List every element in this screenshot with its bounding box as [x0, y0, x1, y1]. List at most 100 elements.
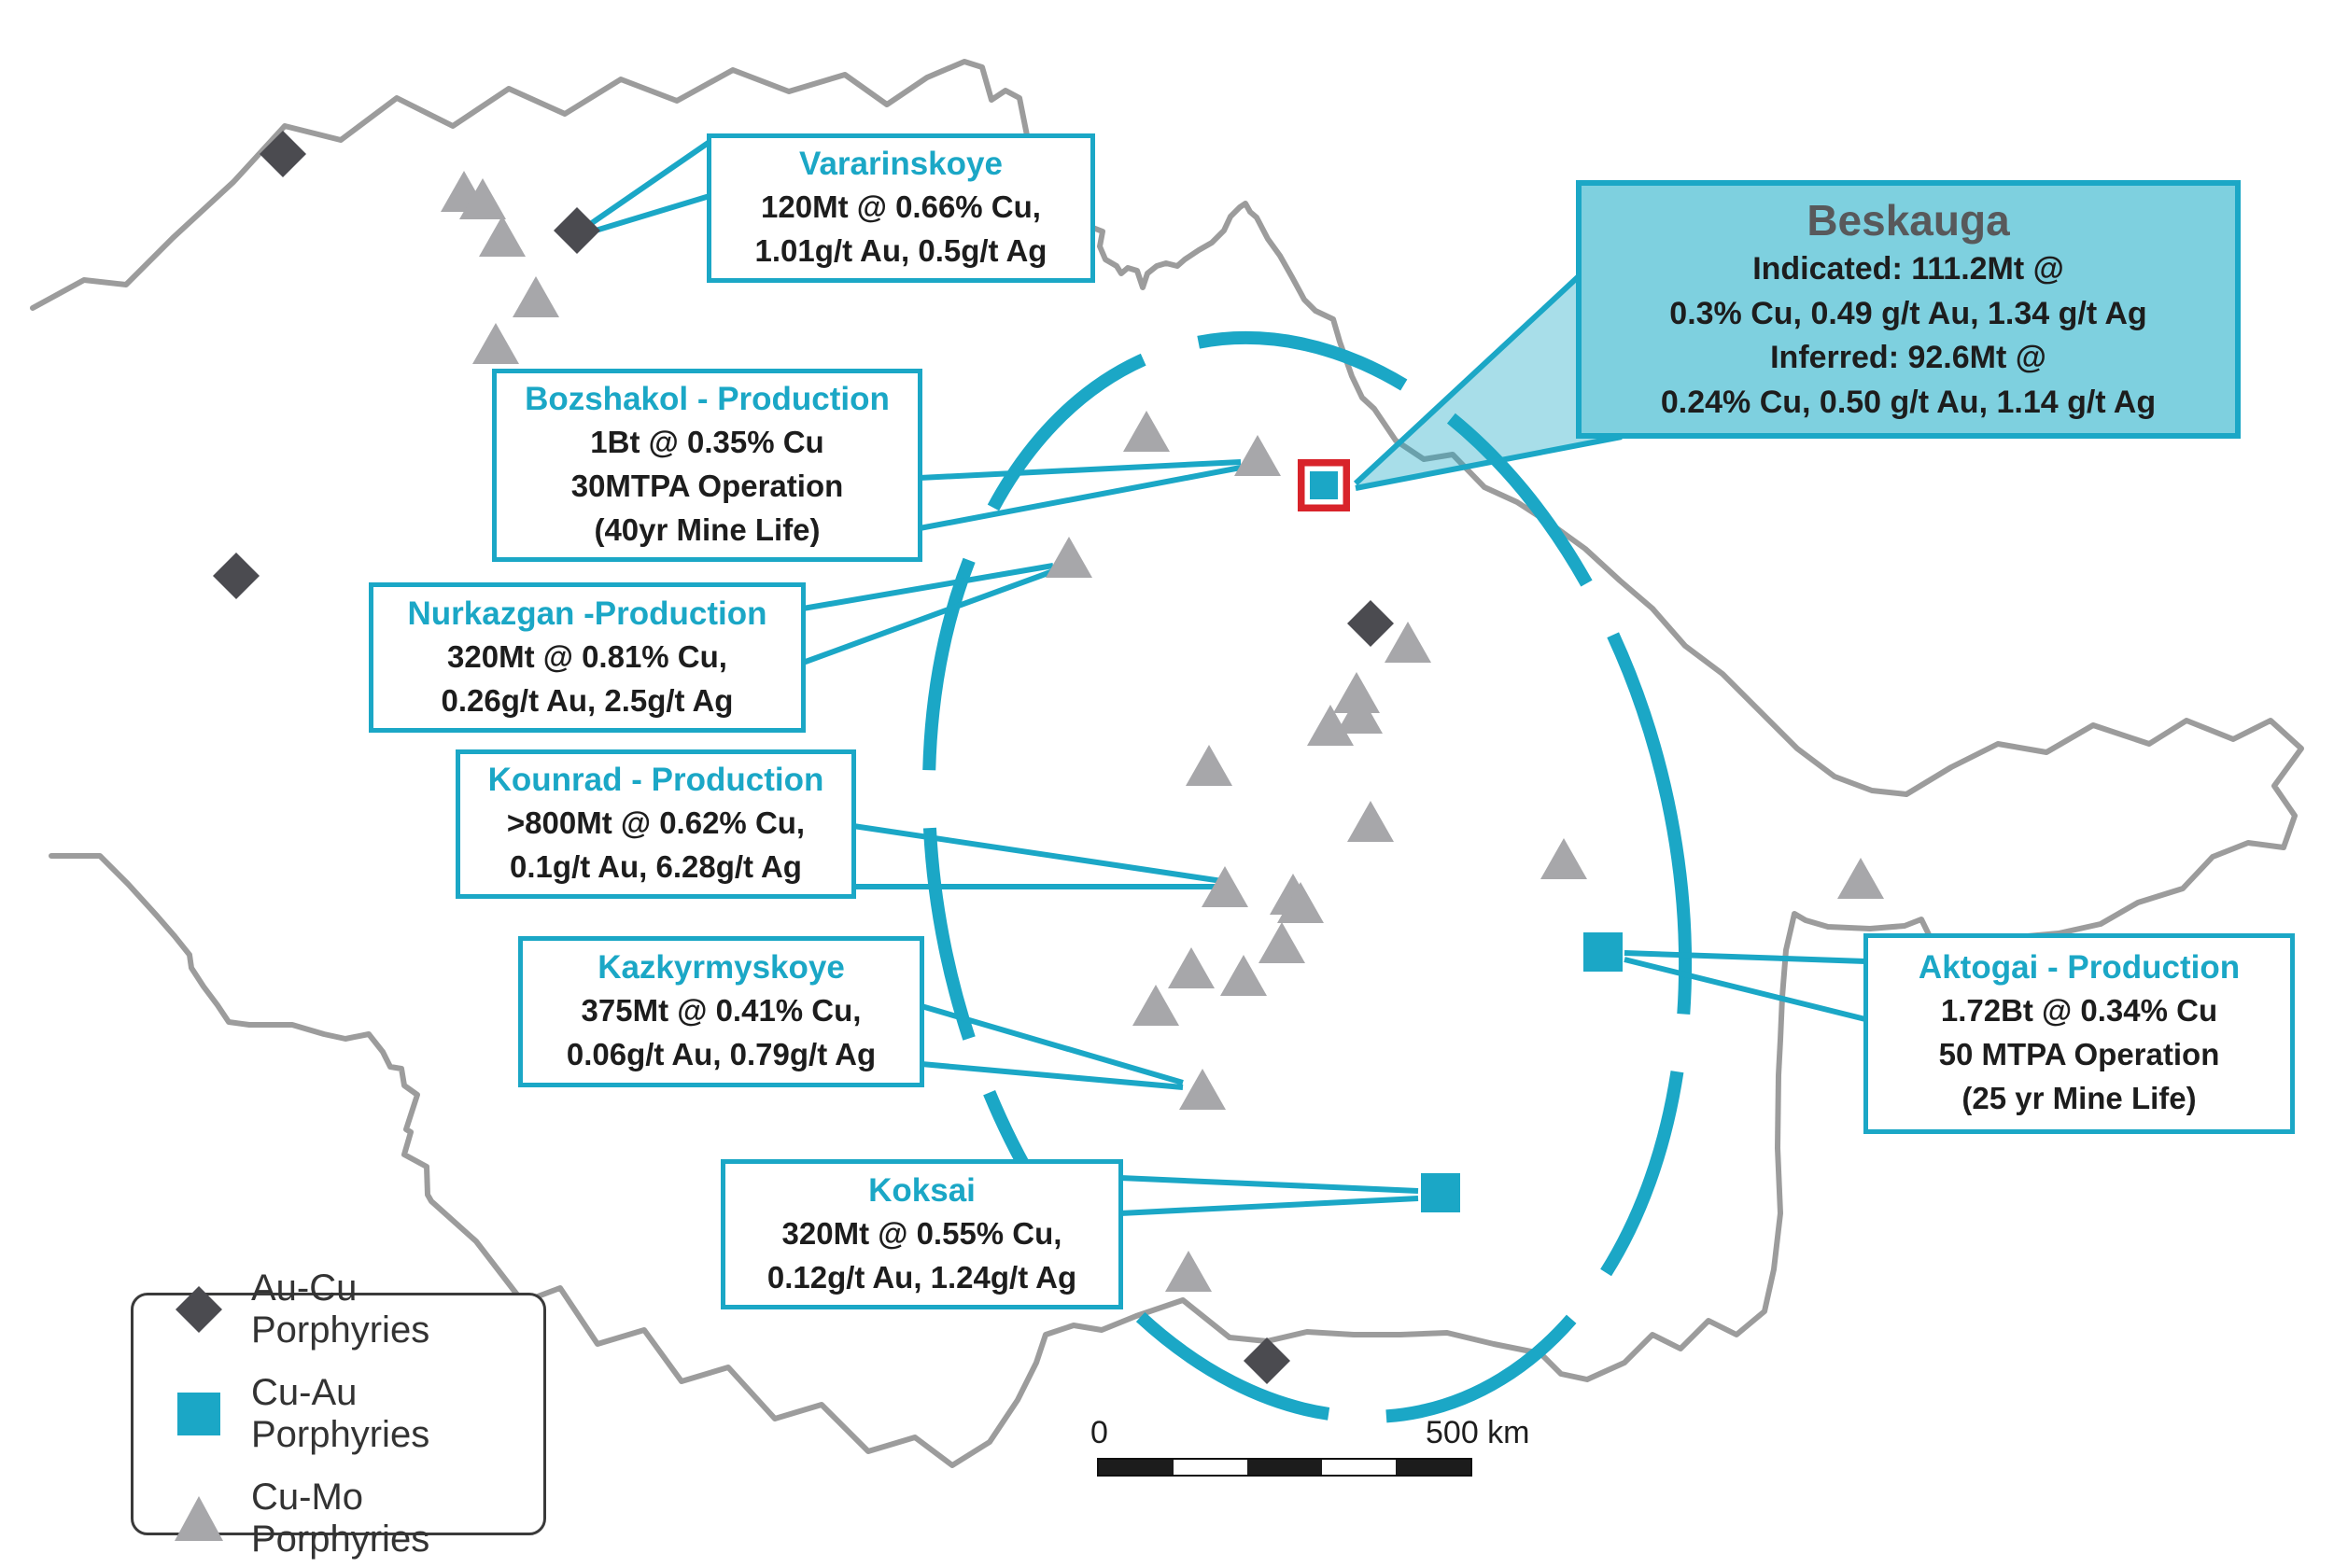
callout-title: Beskauga	[1807, 195, 2010, 245]
koksai-leader-bottom	[1119, 1196, 1419, 1216]
legend-item-cu-mo: Cu-Mo Porphyries	[173, 1477, 543, 1561]
nurkazgan-leader-bottom	[801, 568, 1055, 665]
cu-mo-triangle-marker	[479, 216, 526, 257]
porphyry-belt-ellipse	[921, 330, 1693, 1424]
callout-line: 0.1g/t Au, 6.28g/t Ag	[510, 849, 802, 885]
scalebar-end-label: 500 km	[1426, 1415, 1530, 1450]
au-cu-diamond-icon	[173, 1285, 225, 1334]
kounrad-leader-top	[852, 823, 1223, 884]
cu-mo-triangle-marker	[1046, 537, 1092, 578]
scalebar-start-label: 0	[1090, 1415, 1108, 1450]
cu-mo-triangle-marker	[459, 178, 506, 219]
callout-aktogai: Aktogai - Production 1.72Bt @ 0.34% Cu 5…	[1863, 933, 2295, 1134]
callout-kazkyrmyskoye: Kazkyrmyskoye 375Mt @ 0.41% Cu, 0.06g/t …	[518, 936, 924, 1087]
callout-title: Koksai	[868, 1171, 976, 1209]
cu-mo-triangle-marker	[472, 323, 519, 364]
callout-line: 120Mt @ 0.66% Cu,	[761, 189, 1041, 225]
callout-line: 320Mt @ 0.81% Cu,	[447, 638, 727, 674]
callout-title: Bozshakol - Production	[525, 381, 890, 418]
callout-line: 0.3% Cu, 0.49 g/t Au, 1.34 g/t Ag	[1669, 295, 2147, 331]
callout-nurkazgan: Nurkazgan -Production 320Mt @ 0.81% Cu, …	[369, 582, 806, 733]
beskauga-marker	[1298, 459, 1350, 511]
callout-line: 1.72Bt @ 0.34% Cu	[1940, 993, 2218, 1029]
cu-mo-triangle-marker	[513, 276, 559, 317]
cu-mo-triangle-marker	[1132, 985, 1179, 1026]
au-cu-diamond-marker	[1347, 600, 1394, 647]
cu-mo-triangle-marker	[1307, 705, 1354, 746]
callout-line: Indicated: 111.2Mt @	[1752, 251, 2064, 287]
callout-beskauga: Beskauga Indicated: 111.2Mt @ 0.3% Cu, 0…	[1576, 180, 2241, 439]
cu-au-square-icon	[173, 1390, 225, 1438]
cu-mo-triangle-marker	[1202, 866, 1248, 907]
vararinskoye-leader-top	[584, 139, 711, 230]
cu-mo-triangle-marker	[1385, 622, 1431, 663]
scalebar-segment	[1396, 1460, 1470, 1475]
cu-mo-triangle-marker	[1179, 1069, 1226, 1110]
leader-lines	[584, 139, 1866, 1216]
cu-mo-triangle-marker	[1186, 745, 1232, 786]
beskauga-leader-bottom	[1355, 434, 1623, 491]
deposit-markers	[213, 131, 1884, 1384]
nurkazgan-leader-top	[802, 563, 1054, 611]
callout-line: Inferred: 92.6Mt @	[1770, 340, 2046, 376]
cu-mo-triangle-marker	[1277, 882, 1324, 923]
koksai-leader-top	[1119, 1175, 1419, 1194]
callout-line: 375Mt @ 0.41% Cu,	[581, 993, 862, 1029]
bozshakol-leader-top	[919, 459, 1242, 481]
callout-line: 50 MTPA Operation	[1938, 1037, 2220, 1072]
cu-mo-triangle-icon	[173, 1494, 225, 1543]
scalebar-segment	[1247, 1460, 1322, 1475]
scalebar-segment	[1173, 1460, 1248, 1475]
callout-title: Kounrad - Production	[487, 762, 824, 799]
au-cu-diamond-marker	[554, 207, 600, 254]
kazkyrmyskoye-leader-bottom	[921, 1061, 1184, 1090]
cu-au-square-marker	[1421, 1173, 1460, 1212]
legend-item-cu-au: Cu-Au Porphyries	[173, 1372, 543, 1456]
callout-title: Nurkazgan -Production	[407, 595, 767, 632]
aktogai-leader-top	[1624, 950, 1866, 964]
callout-bozshakol: Bozshakol - Production 1Bt @ 0.35% Cu 30…	[492, 369, 922, 562]
callout-line: (25 yr Mine Life)	[1961, 1081, 2197, 1116]
scalebar-segment	[1321, 1460, 1397, 1475]
cu-mo-triangle-marker	[1234, 435, 1281, 476]
callout-vararinskoye: Vararinskoye 120Mt @ 0.66% Cu, 1.01g/t A…	[707, 133, 1095, 283]
callout-title: Vararinskoye	[799, 146, 1003, 183]
legend-label: Au-Cu Porphyries	[251, 1267, 430, 1351]
au-cu-diamond-marker	[1244, 1337, 1290, 1384]
cu-mo-triangle-marker	[1540, 838, 1587, 879]
vararinskoye-leader-bottom	[585, 193, 710, 236]
cu-mo-triangle-marker	[1168, 947, 1215, 988]
au-cu-diamond-marker	[213, 553, 260, 599]
callout-line: 30MTPA Operation	[570, 469, 844, 504]
callout-line: 0.26g/t Au, 2.5g/t Ag	[441, 682, 734, 718]
callout-line: 1.01g/t Au, 0.5g/t Ag	[754, 233, 1047, 269]
beskauga-leader-wedge	[1356, 275, 1622, 485]
callout-line: (40yr Mine Life)	[594, 512, 821, 548]
callout-line: 0.06g/t Au, 0.79g/t Ag	[566, 1037, 877, 1072]
callout-line: 1Bt @ 0.35% Cu	[590, 425, 824, 460]
aktogai-leader-bottom	[1624, 957, 1866, 1022]
cu-au-square-marker	[1583, 932, 1623, 972]
callout-line: 320Mt @ 0.55% Cu,	[781, 1215, 1062, 1251]
legend-label: Cu-Au Porphyries	[251, 1372, 430, 1455]
legend: Au-Cu Porphyries Cu-Au Porphyries Cu-Mo …	[131, 1267, 546, 1560]
callout-line: >800Mt @ 0.62% Cu,	[506, 805, 806, 841]
cu-mo-triangle-marker	[1165, 1251, 1212, 1292]
cu-mo-triangle-marker	[1837, 858, 1884, 899]
callout-title: Kazkyrmyskoye	[598, 949, 845, 987]
cu-mo-triangle-marker	[1258, 922, 1305, 963]
callout-kounrad: Kounrad - Production >800Mt @ 0.62% Cu, …	[456, 749, 856, 899]
legend-label: Cu-Mo Porphyries	[251, 1477, 430, 1560]
scalebar-segment	[1099, 1460, 1174, 1475]
scalebar	[1097, 1458, 1472, 1477]
callout-line: 0.24% Cu, 0.50 g/t Au, 1.14 g/t Ag	[1660, 384, 2157, 420]
beskauga-leader-top	[1353, 273, 1582, 486]
bozshakol-leader-bottom	[919, 465, 1242, 531]
kazkyrmyskoye-leader-top	[921, 1003, 1184, 1085]
cu-mo-triangle-marker	[1336, 693, 1383, 734]
au-cu-diamond-marker	[260, 131, 306, 177]
cu-mo-triangle-marker	[1333, 672, 1380, 713]
legend-item-au-cu: Au-Cu Porphyries	[173, 1267, 543, 1351]
